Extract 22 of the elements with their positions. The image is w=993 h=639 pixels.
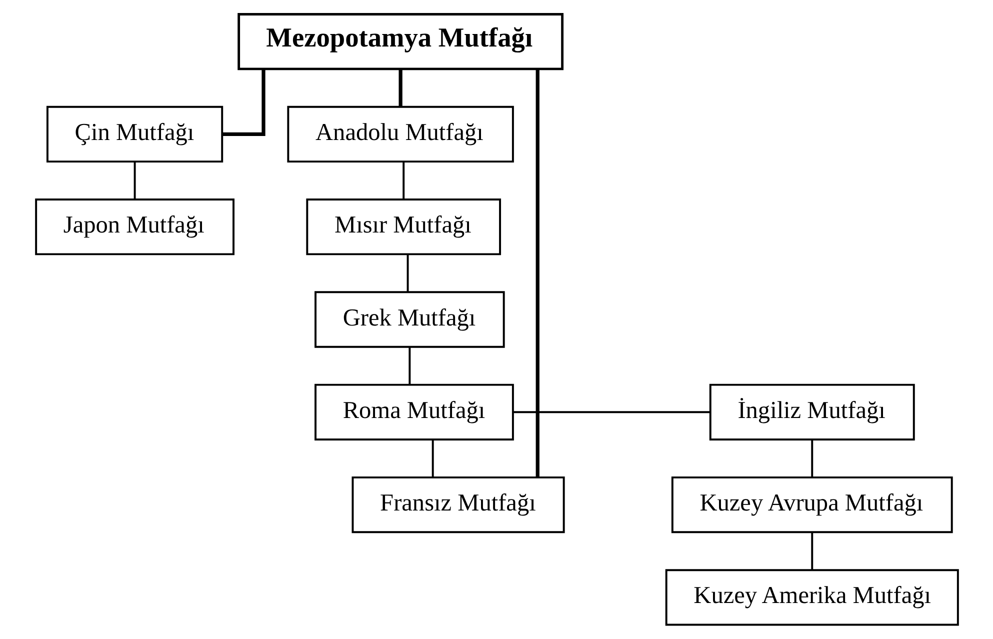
connector [810,440,813,477]
node-box: Anadolu Mutfağı [286,106,514,163]
node-box: Fransız Mutfağı [351,476,564,534]
node-box: Kuzey Avrupa Mutfağı [670,476,952,534]
node-box: Grek Mutfağı [314,291,504,348]
connector [535,69,539,478]
node-box: Roma Mutfağı [314,384,514,440]
node-box: Kuzey Amerika Mutfağı [664,569,958,626]
connector [222,69,265,136]
connector [408,347,410,384]
connector [402,162,404,200]
node-box: Mısır Mutfağı [306,198,501,256]
node-box: Japon Mutfağı [34,198,234,256]
connector [406,254,408,292]
node-box: Çin Mutfağı [46,106,223,163]
node-box: İngiliz Mutfağı [708,384,914,440]
node-box: Mezopotamya Mutfağı [237,13,564,70]
connector [810,532,813,570]
connector [431,440,434,477]
connector [512,411,710,414]
connector [398,69,402,106]
connector [133,162,136,200]
